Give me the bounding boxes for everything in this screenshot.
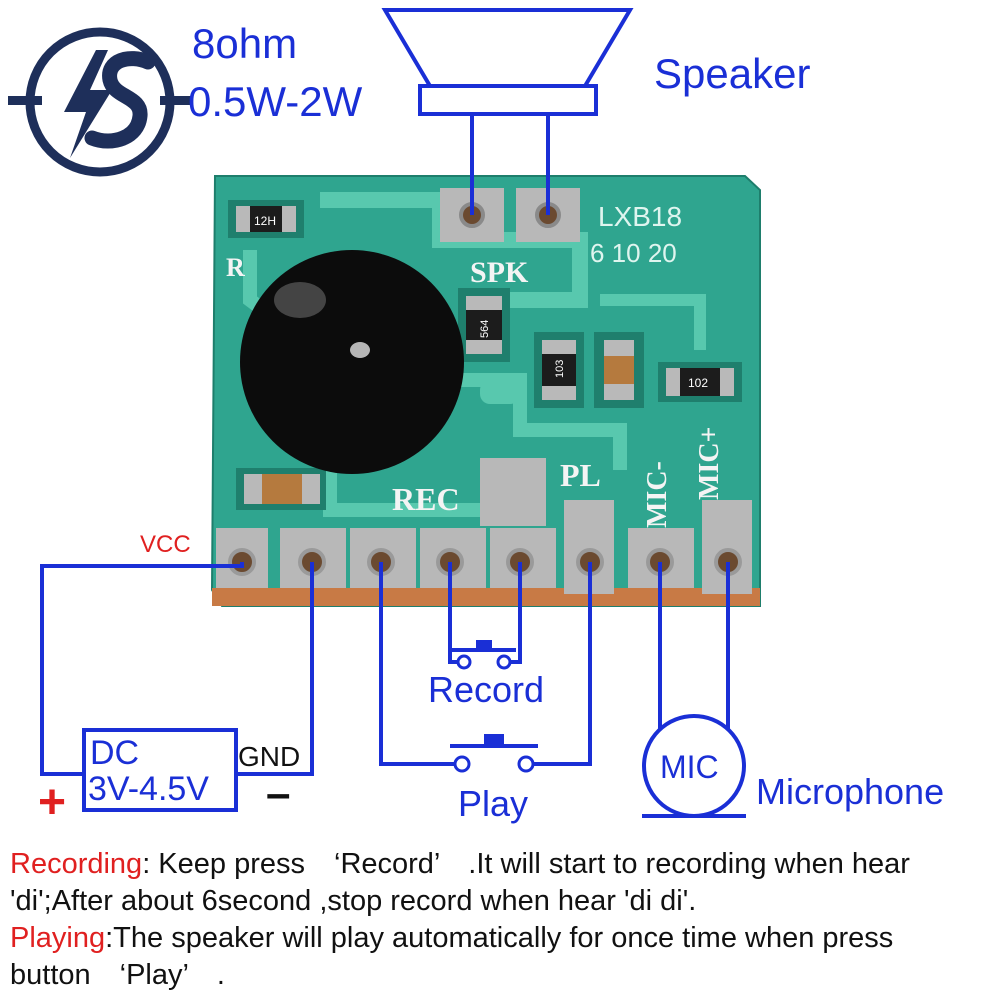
playing-instruction: Playing:The speaker will play automatica…	[10, 920, 995, 994]
capacitor-bottom-left	[236, 468, 326, 510]
silk-mic-minus: MIC-	[642, 461, 673, 528]
speaker-label: Speaker	[654, 50, 810, 97]
vcc-label: VCC	[140, 531, 191, 558]
microphone-label: Microphone	[756, 771, 944, 812]
microphone-icon	[642, 562, 746, 818]
vcc-wire	[40, 562, 244, 776]
gnd-label: GND	[238, 741, 300, 772]
silk-spk: SPK	[470, 256, 529, 289]
silk-r: R	[226, 253, 245, 282]
dc-source-box	[82, 728, 238, 812]
playing-text: :The speaker will play automatically for…	[10, 922, 894, 991]
play-label: Play	[458, 783, 528, 824]
minus-sign: –	[266, 769, 290, 818]
pcb-model-label: LXB18	[598, 201, 682, 232]
plus-sign: +	[38, 776, 66, 829]
resistor-102: 102	[658, 362, 742, 402]
silk-mic-plus: MIC+	[694, 427, 725, 501]
recording-text: : Keep press ‘Record’ .It will start to …	[10, 848, 910, 917]
mic-label: MIC	[660, 749, 719, 785]
resistor-103: 103	[534, 332, 584, 408]
lightning-s-logo-icon	[8, 27, 192, 177]
play-switch	[379, 562, 592, 773]
playing-label: Playing	[10, 922, 106, 954]
silk-pl: PL	[560, 457, 601, 493]
recording-instruction: Recording: Keep press ‘Record’ .It will …	[10, 846, 995, 920]
svg-text:103: 103	[554, 360, 566, 378]
svg-text:12H: 12H	[254, 214, 276, 228]
capacitor-small	[594, 332, 644, 408]
pcb-timing-label: 6 10 20	[590, 238, 677, 268]
svg-text:564: 564	[479, 320, 491, 338]
dc-voltage-label: 3V-4.5V	[88, 770, 209, 808]
instructions: Recording: Keep press ‘Record’ .It will …	[10, 846, 995, 994]
resistor-564: 564	[458, 288, 510, 362]
recording-label: Recording	[10, 848, 143, 880]
resistor-12h: 12H	[228, 200, 304, 238]
record-label: Record	[428, 669, 544, 710]
svg-text:102: 102	[688, 376, 708, 390]
speaker-wires	[470, 114, 550, 215]
silk-rec: REC	[392, 481, 460, 517]
speaker-power-range: 0.5W-2W	[188, 78, 363, 125]
dc-label: DC	[90, 734, 139, 772]
speaker-icon	[381, 8, 634, 116]
record-switch	[448, 562, 522, 670]
gnd-wire	[236, 562, 314, 776]
cob-chip-blob	[240, 250, 464, 474]
speaker-impedance: 8ohm	[192, 20, 297, 67]
